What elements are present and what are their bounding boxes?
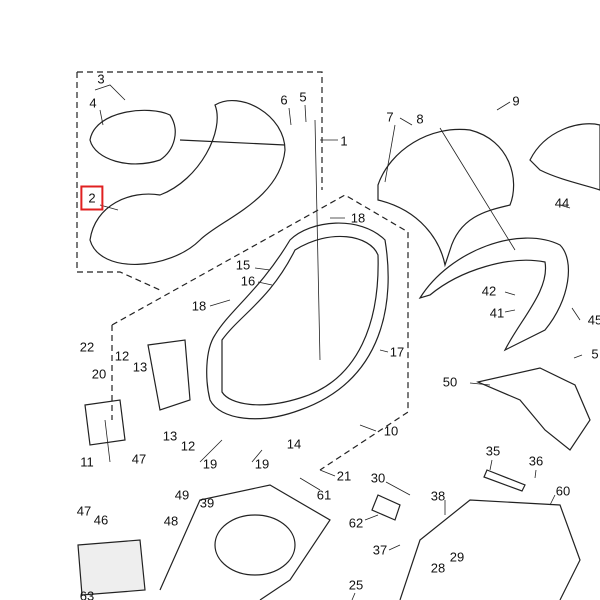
callout-label[interactable]: 12 <box>180 438 196 454</box>
under-tray-part <box>159 484 331 600</box>
callout-label[interactable]: 17 <box>389 344 405 360</box>
tail-cover-part <box>529 123 600 191</box>
trim-strip <box>483 469 526 492</box>
latch-part <box>84 399 126 446</box>
callout-label[interactable]: 18 <box>191 298 207 314</box>
trim-strip-2 <box>371 494 401 521</box>
callout-label[interactable]: 30 <box>370 470 386 486</box>
callout-label[interactable]: 19 <box>202 456 218 472</box>
callout-label[interactable]: 48 <box>163 513 179 529</box>
callout-label[interactable]: 45 <box>587 312 600 328</box>
seat-group-box <box>76 71 323 291</box>
callout-label[interactable]: 49 <box>174 487 190 503</box>
manual-book <box>77 539 146 596</box>
callout-label[interactable]: 20 <box>91 366 107 382</box>
tandem-seat-part <box>377 128 515 268</box>
callout-label[interactable]: 14 <box>286 436 302 452</box>
callout-label[interactable]: 5 <box>591 346 599 362</box>
callout-label[interactable]: 61 <box>316 487 332 503</box>
callout-label[interactable]: 15 <box>235 257 251 273</box>
callout-label[interactable]: 63 <box>79 588 95 600</box>
storage-box-part <box>206 222 389 420</box>
callout-label[interactable]: 13 <box>162 428 178 444</box>
main-seat-part <box>89 100 286 265</box>
rear-frame-part <box>399 499 581 600</box>
bracket-part <box>147 339 191 411</box>
rear-seat-part <box>89 109 176 165</box>
callout-label[interactable]: 25 <box>348 577 364 593</box>
callout-label[interactable]: 11 <box>80 454 94 470</box>
callout-label[interactable]: 36 <box>528 453 544 469</box>
callout-label[interactable]: 38 <box>430 488 446 504</box>
callout-label[interactable]: 16 <box>240 273 256 289</box>
helmet-well <box>214 514 296 576</box>
callout-label[interactable]: 29 <box>449 549 465 565</box>
callout-label[interactable]: 5 <box>299 89 307 105</box>
callout-label[interactable]: 1 <box>340 133 348 149</box>
seat-strap <box>179 139 286 146</box>
callout-label[interactable]: 22 <box>79 339 95 355</box>
callout-label[interactable]: 19 <box>254 456 270 472</box>
callout-label-highlighted[interactable]: 2 <box>80 185 104 211</box>
callout-label[interactable]: 7 <box>386 109 394 125</box>
callout-label[interactable]: 12 <box>114 348 130 364</box>
leader-lines <box>94 84 583 600</box>
callout-label[interactable]: 28 <box>430 560 446 576</box>
callout-label[interactable]: 9 <box>512 93 520 109</box>
callout-label[interactable]: 35 <box>485 443 501 459</box>
callout-label[interactable]: 50 <box>442 374 458 390</box>
callout-label[interactable]: 41 <box>489 305 505 321</box>
callout-label[interactable]: 3 <box>97 71 105 87</box>
callout-label[interactable]: 47 <box>76 503 92 519</box>
callout-label[interactable]: 47 <box>131 451 147 467</box>
mudguard-part <box>476 367 591 451</box>
callout-label[interactable]: 42 <box>481 283 497 299</box>
callout-label[interactable]: 8 <box>416 111 424 127</box>
callout-label[interactable]: 6 <box>280 92 288 108</box>
callout-label[interactable]: 21 <box>336 468 352 484</box>
storage-group-box <box>111 194 409 471</box>
callout-label[interactable]: 62 <box>348 515 364 531</box>
storage-box-rim <box>221 235 379 406</box>
callout-label[interactable]: 18 <box>350 210 366 226</box>
callout-label[interactable]: 60 <box>555 483 571 499</box>
callout-label[interactable]: 10 <box>383 423 399 439</box>
callout-label[interactable]: 39 <box>199 495 215 511</box>
callout-label[interactable]: 44 <box>554 195 570 211</box>
callout-label[interactable]: 37 <box>372 542 388 558</box>
callout-label[interactable]: 46 <box>93 512 109 528</box>
callout-label[interactable]: 4 <box>89 95 97 111</box>
grab-bar-part <box>418 237 570 352</box>
callout-label[interactable]: 13 <box>132 359 148 375</box>
